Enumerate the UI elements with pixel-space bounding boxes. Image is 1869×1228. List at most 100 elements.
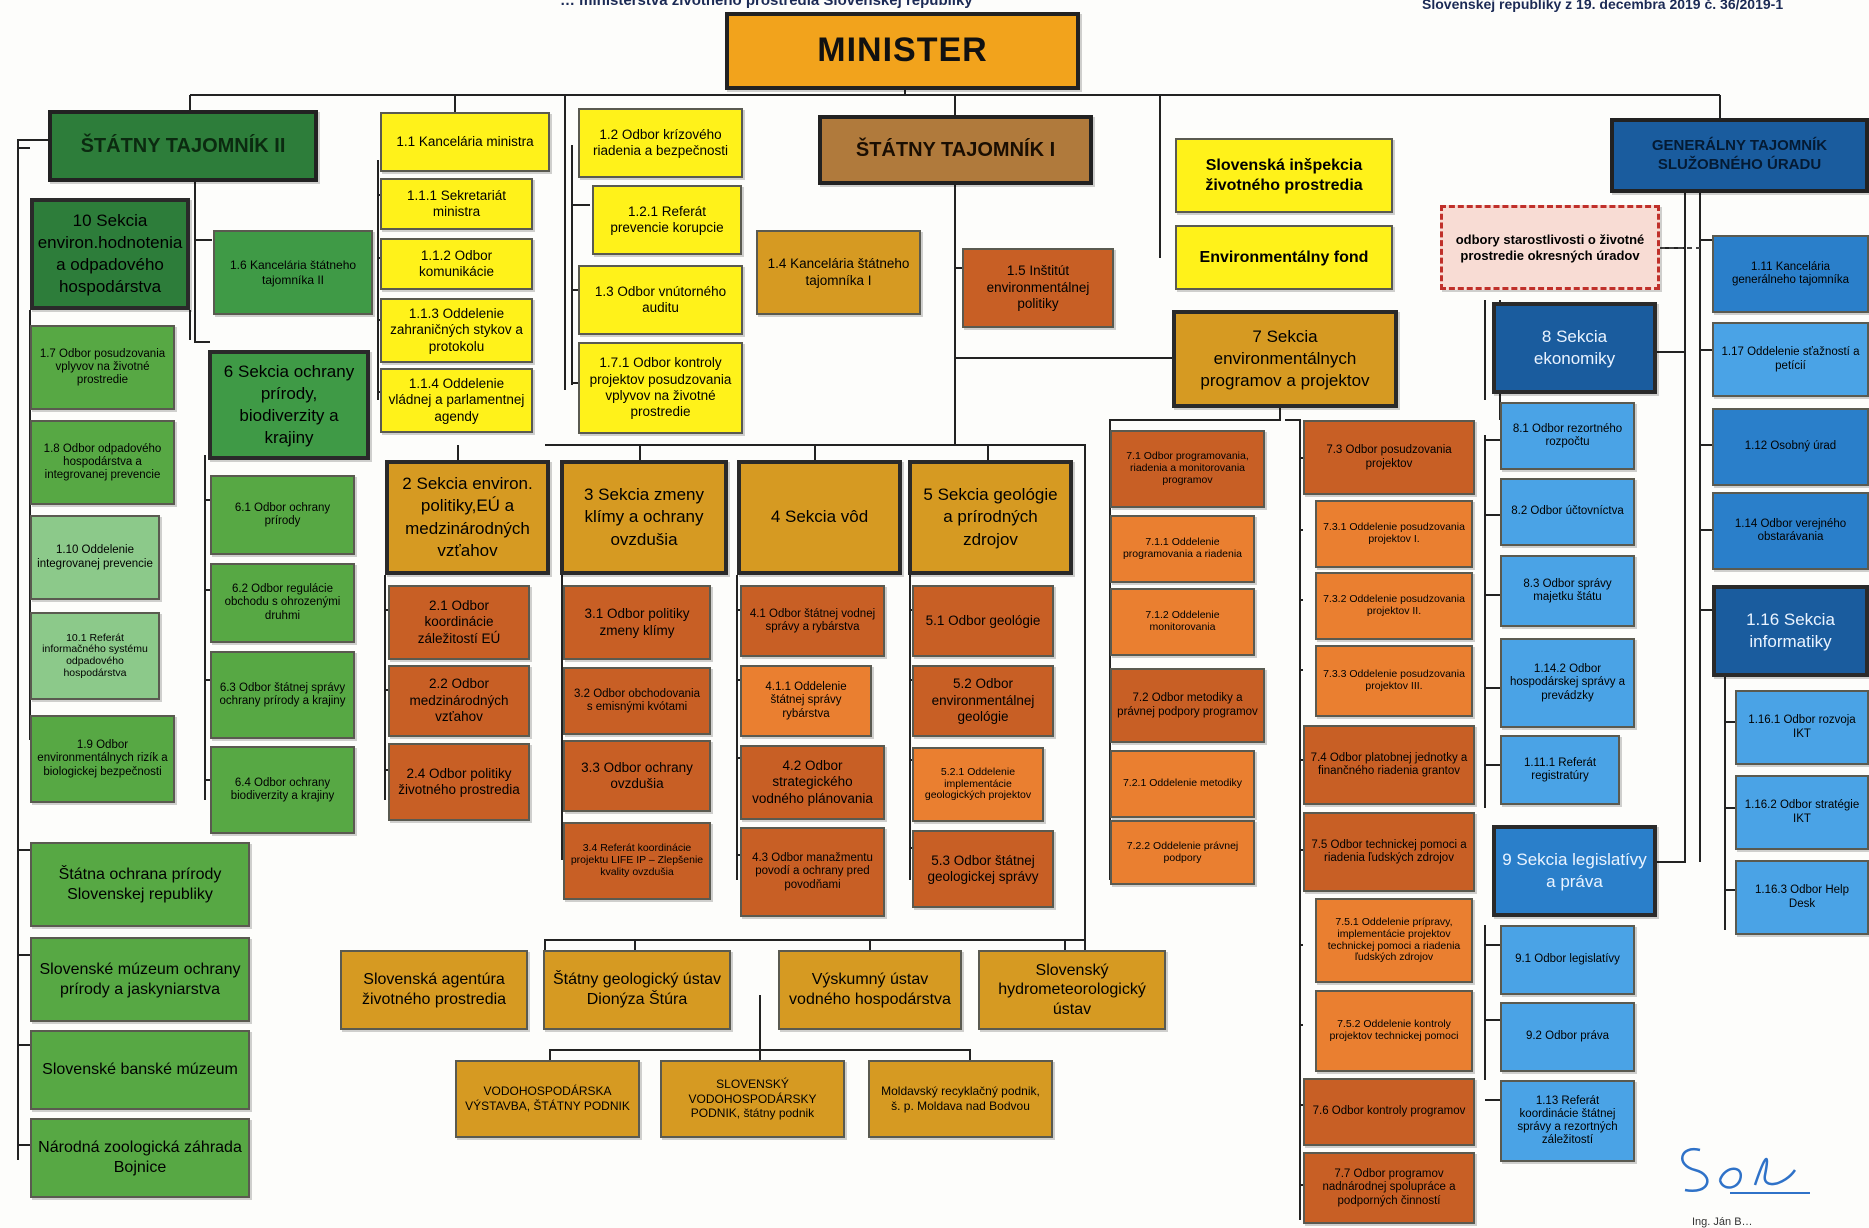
program-control-box: 7.6 Odbor kontroly programov xyxy=(1303,1078,1475,1146)
section-2-box: 2 Sekcia environ. politiky,EÚ a medzinár… xyxy=(385,460,550,575)
river-basin-box: 4.3 Odbor manažmentu povodí a ochrany pr… xyxy=(740,827,885,917)
gov-parliament-box: 1.1.4 Oddelenie vládnej a parlamentnej a… xyxy=(380,368,533,433)
env-geology-box: 5.2 Odbor environmentálnej geológie xyxy=(912,665,1054,737)
emissions-trading-box: 3.2 Odbor obchodovania s emisnými kvótam… xyxy=(563,667,711,735)
ta-implementation-box: 7.5.1 Oddelenie prípravy, implementácie … xyxy=(1315,898,1473,983)
section-1-16-box: 1.16 Sekcia informatiky xyxy=(1712,585,1869,677)
eu-affairs-box: 2.1 Odbor koordinácie záležitostí EÚ xyxy=(388,585,530,660)
geology-box: 5.1 Odbor geológie xyxy=(912,585,1054,657)
geological-institute-box: Štátny geologický ústav Dionýza Štúra xyxy=(543,950,731,1030)
mining-museum-box: Slovenské banské múzeum xyxy=(30,1030,250,1110)
project-assessment-box: 7.3 Odbor posudzovania projektov xyxy=(1303,420,1475,495)
section-9-box: 9 Sekcia legislatívy a práva xyxy=(1492,825,1657,917)
minister-box: MINISTER xyxy=(725,12,1080,90)
sazp-box: Slovenská agentúra životného prostredia xyxy=(340,950,528,1030)
section-10-box: 10 Sekcia environ.hodnotenia a odpadovéh… xyxy=(30,198,190,310)
nature-museum-box: Slovenské múzeum ochrany prírody a jasky… xyxy=(30,937,250,1022)
waste-info-system-box: 10.1 Referát informačného systému odpado… xyxy=(30,612,160,700)
general-secretary-box: GENERÁLNY TAJOMNÍK SLUŽOBNÉHO ÚRADU xyxy=(1610,118,1869,193)
section-4-box: 4 Sekcia vôd xyxy=(737,460,902,575)
water-planning-box: 4.2 Odbor strategického vodného plánovan… xyxy=(740,745,885,820)
accounting-box: 8.2 Odbor účtovníctva xyxy=(1500,478,1635,546)
programming-box: 7.1 Odbor programovania, riadenia a moni… xyxy=(1110,430,1265,508)
monitoring-box: 7.1.2 Oddelenie monitorovania xyxy=(1110,588,1255,656)
foreign-relations-box: 1.1.3 Oddelenie zahraničných stykov a pr… xyxy=(380,298,533,363)
air-protection-box: 3.3 Odbor ochrany ovzdušia xyxy=(563,740,711,812)
signature-caption: Ing. Ján B… xyxy=(1692,1216,1753,1228)
header-left-text: … ministerstva životného prostredia Slov… xyxy=(560,0,973,9)
env-policy-box: 2.4 Odbor politiky životného prostredia xyxy=(388,743,530,821)
office-minister-box: 1.1 Kancelária ministra xyxy=(380,112,550,172)
env-risks-box: 1.9 Odbor environmentálnych rizík a biol… xyxy=(30,715,175,803)
communication-box: 1.1.2 Odbor komunikácie xyxy=(380,238,533,290)
help-desk-box: 1.16.3 Odbor Help Desk xyxy=(1735,860,1869,935)
eia-box: 1.7 Odbor posudzovania vplyvov na životn… xyxy=(30,325,175,410)
climate-policy-box: 3.1 Odbor politiky zmeny klímy xyxy=(563,585,711,660)
svp-box: SLOVENSKÝ VODOHOSPODÁRSKY PODNIK, štátny… xyxy=(660,1060,845,1138)
assessment-1-box: 7.3.1 Oddelenie posudzovania projektov I… xyxy=(1315,500,1473,568)
ict-strategy-box: 1.16.2 Odbor stratégie IKT xyxy=(1735,775,1869,850)
vvsp-box: VODOHOSPODÁRSKA VÝSTAVBA, ŠTÁTNY PODNIK xyxy=(455,1060,640,1138)
trade-regulation-box: 6.2 Odbor regulácie obchodu s ohrozenými… xyxy=(210,563,355,643)
section-6-box: 6 Sekcia ochrany prírody, biodiverzity a… xyxy=(208,350,370,460)
registry-box: 1.11.1 Referát registratúry xyxy=(1500,735,1620,805)
mrp-box: Moldavský recyklačný podnik, š. p. Molda… xyxy=(868,1060,1053,1138)
signature xyxy=(1681,1147,1810,1194)
ict-development-box: 1.16.1 Odbor rozvoja IKT xyxy=(1735,690,1869,765)
legislation-box: 9.1 Odbor legislatívy xyxy=(1500,925,1635,995)
env-policy-institute-box: 1.5 Inštitút environmentálnej politiky xyxy=(962,248,1114,328)
coordination-box: 1.13 Referát koordinácie štátnej správy … xyxy=(1500,1080,1635,1162)
methodology-dept-box: 7.2.1 Oddelenie metodiky xyxy=(1110,750,1255,818)
office-state-secretary-2-box: 1.6 Kancelária štátneho tajomníka II xyxy=(213,230,373,315)
fisheries-box: 4.1.1 Oddelenie štátnej správy rybárstva xyxy=(740,665,872,737)
corruption-prevention-box: 1.2.1 Referát prevencie korupcie xyxy=(592,185,742,255)
state-secretary-2-box: ŠTÁTNY TAJOMNÍK II xyxy=(48,110,318,182)
nature-admin-box: 6.3 Odbor štátnej správy ochrany prírody… xyxy=(210,651,355,739)
internal-audit-box: 1.3 Odbor vnútorného auditu xyxy=(578,265,743,335)
procurement-box: 1.14 Odbor verejného obstarávania xyxy=(1712,492,1869,570)
budget-box: 8.1 Odbor rezortného rozpočtu xyxy=(1500,402,1635,470)
intl-relations-box: 2.2 Odbor medzinárodných vzťahov xyxy=(388,665,530,737)
geo-admin-box: 5.3 Odbor štátnej geologickej správy xyxy=(912,830,1054,908)
transnational-box: 7.7 Odbor programov nadnárodnej spoluprá… xyxy=(1303,1152,1475,1224)
gt-office-box: 1.11 Kancelária generálneho tajomníka xyxy=(1712,235,1869,313)
section-3-box: 3 Sekcia zmeny klímy a ochrany ovzdušia xyxy=(560,460,728,575)
section-8-box: 8 Sekcia ekonomiky xyxy=(1492,302,1657,394)
header-right-text: Slovenskej republiky z 19. decembra 2019… xyxy=(1422,0,1784,12)
section-5-box: 5 Sekcia geológie a prírodných zdrojov xyxy=(908,460,1073,575)
life-ip-box: 3.4 Referát koordinácie projektu LIFE IP… xyxy=(563,822,711,900)
geo-projects-box: 5.2.1 Oddelenie implementácie geologický… xyxy=(912,747,1044,822)
state-secretary-1-box: ŠTÁTNY TAJOMNÍK I xyxy=(818,115,1093,185)
legal-support-box: 7.2.2 Oddelenie právnej podpory xyxy=(1110,820,1255,885)
waste-ippc-box: 1.8 Odbor odpadového hospodárstva a inte… xyxy=(30,420,175,505)
section-7-box: 7 Sekcia environmentálnych programov a p… xyxy=(1172,310,1398,408)
nature-protection-box: 6.1 Odbor ochrany prírody xyxy=(210,475,355,555)
env-fund-box: Environmentálny fond xyxy=(1175,225,1393,290)
state-nature-protection-box: Štátna ochrana prírody Slovenskej republ… xyxy=(30,842,250,927)
biodiversity-box: 6.4 Odbor ochrany biodiverzity a krajiny xyxy=(210,746,355,834)
water-admin-box: 4.1 Odbor štátnej vodnej správy a rybárs… xyxy=(740,585,885,657)
assessment-3-box: 7.3.3 Oddelenie posudzovania projektov I… xyxy=(1315,645,1473,717)
crisis-management-box: 1.2 Odbor krízového riadenia a bezpečnos… xyxy=(578,108,743,178)
district-offices-box: odbory starostlivosti o životné prostred… xyxy=(1440,205,1660,290)
integrated-prevention-box: 1.10 Oddelenie integrovanej prevencie xyxy=(30,515,160,600)
secretariat-box: 1.1.1 Sekretariát ministra xyxy=(380,178,533,230)
water-research-box: Výskumný ústav vodného hospodárstva xyxy=(778,950,962,1030)
personnel-box: 1.12 Osobný úrad xyxy=(1712,408,1869,486)
complaints-box: 1.17 Oddelenie sťažností a petícií xyxy=(1712,322,1869,397)
operations-box: 1.14.2 Odbor hospodárskej správy a prevá… xyxy=(1500,638,1635,728)
env-inspection-box: Slovenská inšpekcia životného prostredia xyxy=(1175,138,1393,213)
office-state-secretary-1-box: 1.4 Kancelária štátneho tajomníka I xyxy=(756,230,921,315)
law-box: 9.2 Odbor práva xyxy=(1500,1002,1635,1072)
project-control-box: 1.7.1 Odbor kontroly projektov posudzova… xyxy=(578,342,743,434)
ta-control-box: 7.5.2 Oddelenie kontroly projektov techn… xyxy=(1315,990,1473,1072)
tech-assistance-box: 7.5 Odbor technickej pomoci a riadenia ľ… xyxy=(1303,812,1475,892)
programming-dept-box: 7.1.1 Oddelenie programovania a riadenia xyxy=(1110,515,1255,583)
state-property-box: 8.3 Odbor správy majetku štátu xyxy=(1500,555,1635,627)
assessment-2-box: 7.3.2 Oddelenie posudzovania projektov I… xyxy=(1315,572,1473,640)
zoo-box: Národná zoologická záhrada Bojnice xyxy=(30,1118,250,1198)
shmu-box: Slovenský hydrometeorologický ústav xyxy=(978,950,1166,1030)
paying-unit-box: 7.4 Odbor platobnej jednotky a finančnéh… xyxy=(1303,725,1475,805)
methodology-box: 7.2 Odbor metodiky a právnej podpory pro… xyxy=(1110,668,1265,743)
